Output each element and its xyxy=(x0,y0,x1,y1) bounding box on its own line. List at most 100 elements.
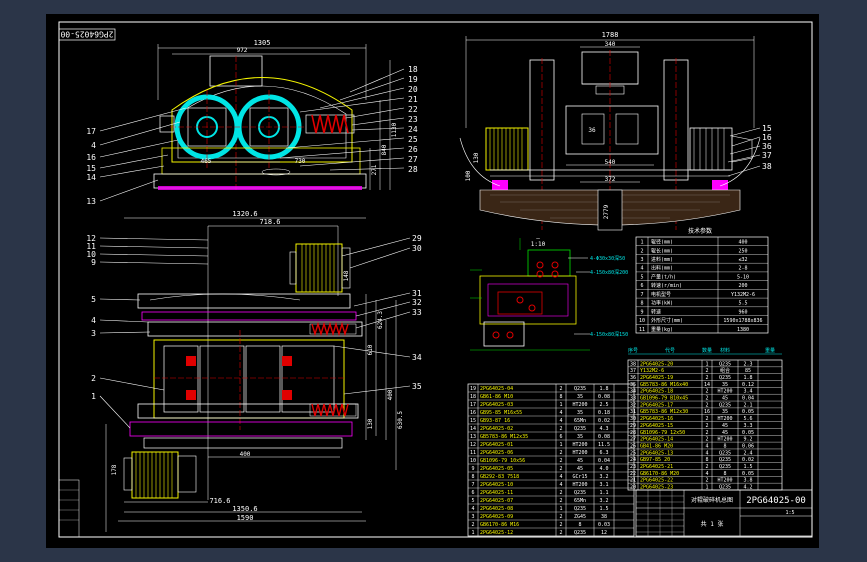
bom-row-no: 34 xyxy=(630,389,636,395)
bom-row-wt: 0.18 xyxy=(598,410,610,416)
bom-row-mat: HT200 xyxy=(717,437,732,443)
bom-row-no: 5 xyxy=(471,498,474,504)
bom-row-code: 2PG64025-18 xyxy=(640,389,673,395)
front-dim-gap: 465 xyxy=(201,158,212,165)
bom-row-no: 15 xyxy=(470,418,476,424)
spec-table-header: 技术参数 xyxy=(688,227,712,235)
bom-row-no: 8 xyxy=(471,474,474,480)
bom-row-wt: 85 xyxy=(745,368,751,374)
bom-row-mat: 8 xyxy=(723,443,726,449)
callout-plan-left: 9 xyxy=(91,258,96,267)
bom-row-qty: 1 xyxy=(559,506,562,512)
callout-plan-right: 35 xyxy=(412,382,422,391)
bom-row-code: GB41-86 M20 xyxy=(640,443,673,449)
bom-row-qty: 1 xyxy=(705,361,708,367)
bom-row-qty: 2 xyxy=(705,437,708,443)
bom-row-qty: 2 xyxy=(559,530,562,536)
plan-dim-bot1: 716.6 xyxy=(209,497,230,505)
callout-plan-left: 10 xyxy=(86,250,96,259)
bom-row-qty: 2 xyxy=(705,402,708,408)
bom-row-wt: 3.2 xyxy=(599,498,608,504)
callout-front-right: 19 xyxy=(408,75,418,84)
spec-row-no: 3 xyxy=(640,257,643,263)
bom-row-qty: 1 xyxy=(559,442,562,448)
callout-side-right: 15 xyxy=(762,124,772,133)
spec-row-param: 产量(t/h) xyxy=(651,273,676,280)
bom-row-mat: 65Mn xyxy=(574,498,586,504)
bom-row-wt: 4.3 xyxy=(599,426,608,432)
bom-row-mat: HT200 xyxy=(717,478,732,484)
spec-row-no: 11 xyxy=(639,327,645,333)
mirrored-number-box: 2PG64025-00 xyxy=(58,28,116,41)
bom-row-qty: 1 xyxy=(559,402,562,408)
callout-front-right: 25 xyxy=(408,135,418,144)
bom-row-code: 2PG64025-05 xyxy=(480,466,513,472)
bom-row-code: 2PG64025-22 xyxy=(640,478,673,484)
bom-row-mat: Q235 xyxy=(719,402,731,408)
callout-side-right: 37 xyxy=(762,151,772,160)
callout-side-right: 36 xyxy=(762,142,772,151)
bom-row-wt: 12 xyxy=(601,530,607,536)
bom-row-code: GB1096-79 10x56 xyxy=(480,458,525,464)
callout-plan-right: 31 xyxy=(412,289,422,298)
bom-row-wt: 2.5 xyxy=(599,402,608,408)
plan-dim-r5: 130 xyxy=(367,418,374,429)
bom-row-mat: 45 xyxy=(722,396,728,402)
bom-row-wt: 6.3 xyxy=(599,450,608,456)
bom-row-code: GB292-83 7518 xyxy=(480,474,519,480)
side-dim-overall: 1788 xyxy=(602,31,619,39)
bom-row-wt: 4.2 xyxy=(743,484,752,490)
callout-front-right: 24 xyxy=(408,125,418,134)
bom-row-no: 9 xyxy=(471,466,474,472)
bom-row-mat: Q235 xyxy=(574,506,586,512)
side-dim-base2: 372 xyxy=(605,176,616,183)
bom-row-no: 27 xyxy=(630,437,636,443)
bom-row-qty: 6 xyxy=(559,434,562,440)
callout-front-right: 22 xyxy=(408,105,418,114)
bom-row-no: 21 xyxy=(630,478,636,484)
callout-plan-left: 3 xyxy=(91,329,96,338)
bom-row-wt: 3.4 xyxy=(743,389,752,395)
spec-row-param: 出料(mm) xyxy=(651,265,673,272)
bom-row-mat: 35 xyxy=(722,382,728,388)
bom-row-mat: 45 xyxy=(722,430,728,436)
callout-plan-left: 1 xyxy=(91,392,96,401)
bom-row-no: 24 xyxy=(630,457,636,463)
bom-row-mat: Q235 xyxy=(719,484,731,490)
bom-row-code: 2PG64025-16 xyxy=(640,416,673,422)
spec-row-no: 9 xyxy=(640,309,643,315)
bom-row-no: 25 xyxy=(630,450,636,456)
bom-row-mat: HT200 xyxy=(572,402,587,408)
plan-dim-bot2: 1350.6 xyxy=(232,505,257,513)
bom-row-wt: 0.02 xyxy=(598,418,610,424)
bom-row-wt: 3.2 xyxy=(599,474,608,480)
bom-row-wt: 5.6 xyxy=(743,416,752,422)
bom-header-qty: 数量 xyxy=(702,347,712,354)
bom-row-mat: 45 xyxy=(722,423,728,429)
bom-row-no: 12 xyxy=(470,442,476,448)
detail-label-1: 4-Φ30x30深50 xyxy=(590,255,625,262)
callout-plan-left: 2 xyxy=(91,374,96,383)
spec-row-value: ≤32 xyxy=(738,257,747,263)
front-dim-spring: 730 xyxy=(295,158,306,165)
bom-row-wt: 0.02 xyxy=(742,457,754,463)
spec-row-value: 2-8 xyxy=(738,266,747,272)
plan-dim-r4: 630.5 xyxy=(397,411,404,429)
bom-row-code: 2PG64025-03 xyxy=(480,402,513,408)
bom-row-qty: 2 xyxy=(559,426,562,432)
bom-row-code: 2PG64025-09 xyxy=(480,514,513,520)
spec-row-value: 5-10 xyxy=(737,274,749,280)
callout-front-left: 17 xyxy=(86,127,96,136)
drawing-sheet xyxy=(46,14,819,548)
bom-row-no: 18 xyxy=(470,394,476,400)
title-name: 对辊破碎机总图 xyxy=(691,496,733,504)
side-dim-h: 130 xyxy=(473,152,480,163)
bom-row-mat: Q235 xyxy=(719,464,731,470)
bom-row-wt: 11.5 xyxy=(598,442,610,448)
detail-scale: 1:10 xyxy=(531,241,546,248)
bom-row-no: 23 xyxy=(630,464,636,470)
bom-row-code: GB1096-79 12x50 xyxy=(640,430,685,436)
bom-row-no: 14 xyxy=(470,426,476,432)
detail-label-3: 4-150x80深150 xyxy=(590,331,628,338)
bom-row-wt: 2.1 xyxy=(743,402,752,408)
